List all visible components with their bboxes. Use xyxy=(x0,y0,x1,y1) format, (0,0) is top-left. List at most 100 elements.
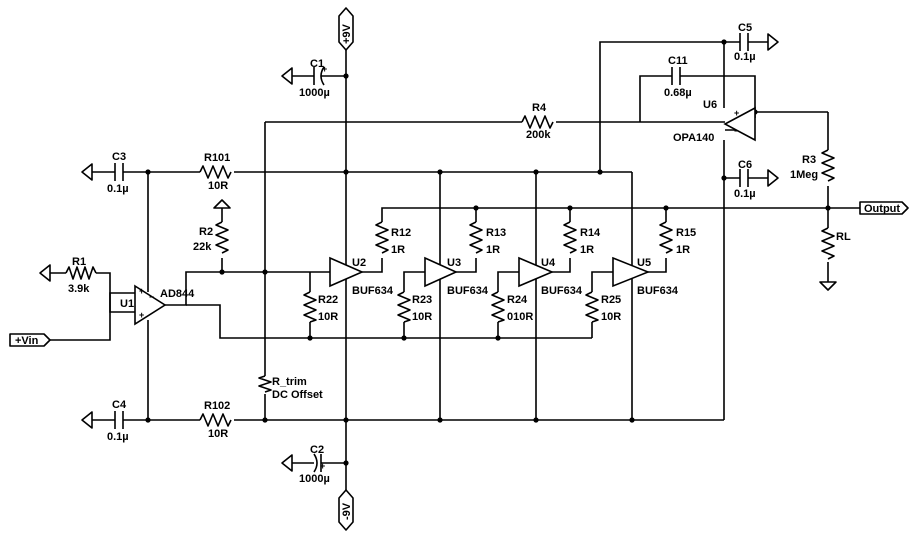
c3-ref: C3 xyxy=(112,151,126,163)
supply-flags xyxy=(9,7,909,531)
c6-value: 0.1µ xyxy=(734,188,756,200)
c5-value: 0.1µ xyxy=(734,51,756,63)
c2-symbol xyxy=(313,453,322,473)
r24-ref: R24 xyxy=(507,294,528,306)
c11-symbol xyxy=(671,67,681,85)
grounds xyxy=(39,33,837,472)
r14-symbol xyxy=(563,221,577,254)
u4-ref: U4 xyxy=(541,257,556,269)
c1-plus-mark: + xyxy=(322,64,327,74)
r13-symbol xyxy=(469,221,483,254)
r4-ref: R4 xyxy=(532,102,547,114)
u3-ref: U3 xyxy=(447,257,461,269)
ground-icon xyxy=(281,67,293,85)
u5-part: BUF634 xyxy=(637,285,679,297)
rl-symbol xyxy=(821,227,835,260)
c1-ref: C1 xyxy=(310,58,324,70)
output-label: Output xyxy=(864,203,900,215)
c1-symbol xyxy=(313,66,325,86)
c11-value: 0.68µ xyxy=(664,87,692,99)
r15-value: 1R xyxy=(676,244,690,256)
c4-symbol xyxy=(114,411,124,429)
r3-ref: R3 xyxy=(802,154,816,166)
vneg-label: -9V xyxy=(341,502,353,520)
r25-ref: R25 xyxy=(601,294,621,306)
u6-plus-pin: + xyxy=(734,108,739,118)
r24-value: 010R xyxy=(507,311,533,323)
ground-icon xyxy=(213,199,231,209)
r12-ref: R12 xyxy=(391,227,411,239)
u2-part: BUF634 xyxy=(352,285,394,297)
r101-ref: R101 xyxy=(204,152,230,164)
resistors xyxy=(65,115,835,427)
r102-symbol xyxy=(199,413,232,427)
r1-ref: R1 xyxy=(72,256,86,268)
u2-symbol xyxy=(329,256,364,288)
c2-plus-mark: + xyxy=(320,461,325,471)
c4-ref: C4 xyxy=(112,399,127,411)
wires xyxy=(50,41,860,490)
u1-plus-pin: + xyxy=(139,286,144,296)
c5-symbol xyxy=(739,33,749,51)
r23-ref: R23 xyxy=(412,294,432,306)
rtrim-symbol xyxy=(258,375,272,393)
u1-ref: U1 xyxy=(120,298,134,310)
u3-symbol xyxy=(424,256,458,288)
r1-value: 3.9k xyxy=(68,283,90,295)
u1-symbol xyxy=(134,284,167,326)
r4-value: 200k xyxy=(526,129,551,141)
c5-ref: C5 xyxy=(738,22,752,34)
ground-icon xyxy=(767,33,779,51)
r24-symbol xyxy=(491,291,505,323)
r15-symbol xyxy=(659,221,673,254)
amplifiers xyxy=(134,106,756,326)
r23-value: 10R xyxy=(412,311,432,323)
r25-value: 10R xyxy=(601,311,621,323)
r2-value: 22k xyxy=(193,241,212,253)
u2-ref: U2 xyxy=(352,257,366,269)
r4-symbol xyxy=(521,115,554,129)
input-port-icon xyxy=(9,333,51,347)
u6-symbol xyxy=(723,106,756,142)
c11-ref: C11 xyxy=(668,55,688,67)
rtrim-value: DC Offset xyxy=(272,389,323,401)
u6-minus-pin: − xyxy=(734,126,739,136)
input-label: +Vin xyxy=(15,335,39,347)
r102-ref: R102 xyxy=(204,400,230,412)
ground-icon xyxy=(819,281,837,291)
ground-icon xyxy=(81,411,93,429)
junctions xyxy=(145,39,831,466)
u4-part: BUF634 xyxy=(541,285,583,297)
r2-symbol xyxy=(215,221,229,254)
c2-ref: C2 xyxy=(310,444,324,456)
vpos-flag-icon xyxy=(338,7,354,51)
u5-symbol xyxy=(612,256,651,288)
r14-ref: R14 xyxy=(580,227,601,239)
r13-value: 1R xyxy=(486,244,500,256)
r101-value: 10R xyxy=(208,180,228,192)
c3-value: 0.1µ xyxy=(107,183,129,195)
c4-value: 0.1µ xyxy=(107,431,129,443)
u3-part: BUF634 xyxy=(447,285,489,297)
c6-symbol xyxy=(739,169,749,187)
u6-ref: U6 xyxy=(703,99,717,111)
u4-symbol xyxy=(518,256,555,288)
rl-ref: RL xyxy=(836,231,851,243)
r22-value: 10R xyxy=(318,311,338,323)
r3-value: 1Meg xyxy=(790,169,818,181)
r12-value: 1R xyxy=(391,244,405,256)
u1-part: AD844 xyxy=(160,288,195,300)
ground-icon xyxy=(81,163,93,181)
r12-symbol xyxy=(375,221,389,254)
r3-symbol xyxy=(821,149,835,182)
u1-minus-pin: + xyxy=(139,310,144,320)
r1-symbol xyxy=(65,266,97,280)
vneg-flag-icon xyxy=(338,489,354,531)
vpos-label: +9V xyxy=(341,23,353,44)
u6-part: OPA140 xyxy=(673,132,714,144)
r22-ref: R22 xyxy=(318,294,338,306)
output-port-icon xyxy=(859,201,909,215)
u5-ref: U5 xyxy=(637,257,651,269)
r15-ref: R15 xyxy=(676,227,696,239)
r13-ref: R13 xyxy=(486,227,506,239)
